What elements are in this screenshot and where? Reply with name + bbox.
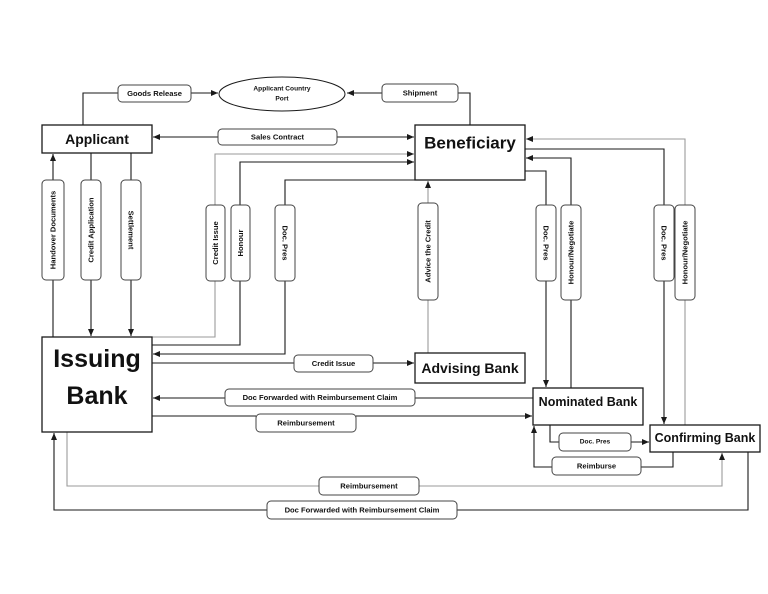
flow-reimbursement-to-confirming-label: Reimbursement <box>340 482 398 491</box>
flow-honour[interactable]: Honour <box>230 204 251 282</box>
flow-reimbursement-to-nominated-label: Reimbursement <box>277 419 335 428</box>
connectors <box>50 90 749 511</box>
flow-doc-forwarded-from-nominated[interactable]: Doc Forwarded with Reimbursement Claim <box>224 388 416 407</box>
flow-doc-pres-to-confirming[interactable]: Doc. Pres <box>653 204 675 282</box>
line-goods-release-a <box>82 92 118 125</box>
node-issuing-bank-label-line2: Bank <box>66 382 127 410</box>
flow-doc-forwarded-from-confirming[interactable]: Doc Forwarded with Reimbursement Claim <box>266 500 458 520</box>
flow-doc-pres-to-issuing[interactable]: Doc. Pres <box>274 204 296 282</box>
flow-honour-negotiate-nominated-label: Honour/Negotiate <box>567 221 576 285</box>
flow-honour-negotiate-nominated[interactable]: Honour/Negotiate <box>560 204 582 301</box>
line-doc-pres-issuing-a <box>284 179 415 205</box>
flow-credit-issue-to-advising-label: Credit Issue <box>312 359 355 368</box>
flow-goods-release-label: Goods Release <box>127 89 182 98</box>
line-reimburse-a <box>641 452 674 468</box>
flow-doc-pres-to-issuing-label: Doc. Pres <box>281 225 290 260</box>
line-honour-neg-confirming-b <box>526 136 686 205</box>
flow-credit-issue-to-beneficiary-label: Credit Issue <box>211 221 220 264</box>
flow-doc-forwarded-from-confirming-label: Doc Forwarded with Reimbursement Claim <box>285 506 440 515</box>
flow-honour-negotiate-confirming-label: Honour/Negotiate <box>681 221 690 285</box>
line-doc-pres-small-a <box>549 425 559 443</box>
line-doc-fwd-bottom-b <box>51 433 267 511</box>
flow-reimbursement-to-confirming[interactable]: Reimbursement <box>318 476 420 496</box>
line-shipment-a <box>458 92 471 125</box>
line-doc-pres-confirming-a <box>525 148 665 205</box>
node-applicant[interactable]: Applicant <box>41 124 153 154</box>
flow-goods-release[interactable]: Goods Release <box>117 84 192 103</box>
flow-handover-documents[interactable]: Handover Documents <box>41 179 65 281</box>
line-honour-a <box>152 281 241 346</box>
flow-doc-forwarded-from-nominated-label: Doc Forwarded with Reimbursement Claim <box>243 393 398 402</box>
flow-doc-pres-to-nominated-label: Doc. Pres <box>542 225 551 260</box>
node-port-label-line1: Applicant Country <box>253 86 310 93</box>
flow-doc-pres-to-nominated[interactable]: Doc. Pres <box>535 204 557 282</box>
flow-honour-label: Honour <box>236 229 245 256</box>
flow-credit-issue-to-beneficiary[interactable]: Credit Issue <box>205 204 226 282</box>
flow-doc-pres-to-confirming-label: Doc. Pres <box>660 225 669 260</box>
node-advising-bank-label: Advising Bank <box>421 360 518 376</box>
flow-advice-the-credit-label: Advice the Credit <box>424 220 433 283</box>
flow-reimburse-confirming-to-nominated-label: Reimburse <box>577 462 616 471</box>
line-doc-pres-nominated-a <box>525 170 547 205</box>
flow-credit-issue-to-advising[interactable]: Credit Issue <box>293 354 374 373</box>
node-beneficiary[interactable]: Beneficiary <box>414 124 526 181</box>
line-credit-issue-ben-a <box>152 281 216 338</box>
node-applicant-label: Applicant <box>65 131 129 147</box>
node-issuing-bank[interactable]: Issuing Bank <box>41 336 153 433</box>
flow-credit-application[interactable]: Credit Application <box>80 179 102 281</box>
flow-shipment[interactable]: Shipment <box>381 83 459 103</box>
node-confirming-bank[interactable]: Confirming Bank <box>649 424 761 453</box>
line-credit-issue-ben-b <box>214 151 414 205</box>
node-nominated-bank[interactable]: Nominated Bank <box>532 387 644 426</box>
node-applicant-country-port[interactable]: Applicant Country Port <box>218 76 346 112</box>
line-reimbursement-bottom-b <box>419 453 725 487</box>
node-beneficiary-label: Beneficiary <box>424 134 516 153</box>
node-confirming-bank-label: Confirming Bank <box>655 431 756 445</box>
flow-settlement[interactable]: Settlement <box>120 179 142 281</box>
line-honour-neg-nominated-b <box>526 155 572 205</box>
flow-doc-pres-nominated-to-confirming-label: Doc. Pres <box>580 439 611 446</box>
node-issuing-bank-label-line1: Issuing <box>53 345 141 373</box>
flow-credit-application-label: Credit Application <box>87 197 96 262</box>
flow-honour-negotiate-confirming[interactable]: Honour/Negotiate <box>674 204 696 301</box>
line-doc-pres-issuing-b <box>153 281 286 357</box>
line-reimburse-b <box>531 426 552 468</box>
node-nominated-bank-label: Nominated Bank <box>539 395 638 409</box>
flow-sales-contract-label: Sales Contract <box>251 133 305 142</box>
node-advising-bank[interactable]: Advising Bank <box>414 352 526 384</box>
line-doc-fwd-bottom-a <box>457 452 749 511</box>
flow-reimbursement-to-nominated[interactable]: Reimbursement <box>255 413 357 433</box>
flow-advice-the-credit[interactable]: Advice the Credit <box>417 202 439 301</box>
flow-shipment-label: Shipment <box>403 89 438 98</box>
flow-reimburse-confirming-to-nominated[interactable]: Reimburse <box>551 456 642 476</box>
flow-doc-pres-nominated-to-confirming[interactable]: Doc. Pres <box>558 432 632 452</box>
flow-settlement-label: Settlement <box>127 211 136 250</box>
node-port-label-line2: Port <box>275 96 289 103</box>
flow-sales-contract[interactable]: Sales Contract <box>217 128 338 146</box>
line-honour-b <box>239 159 414 205</box>
flow-handover-documents-label: Handover Documents <box>49 191 58 270</box>
line-reimbursement-bottom-a <box>66 432 319 487</box>
